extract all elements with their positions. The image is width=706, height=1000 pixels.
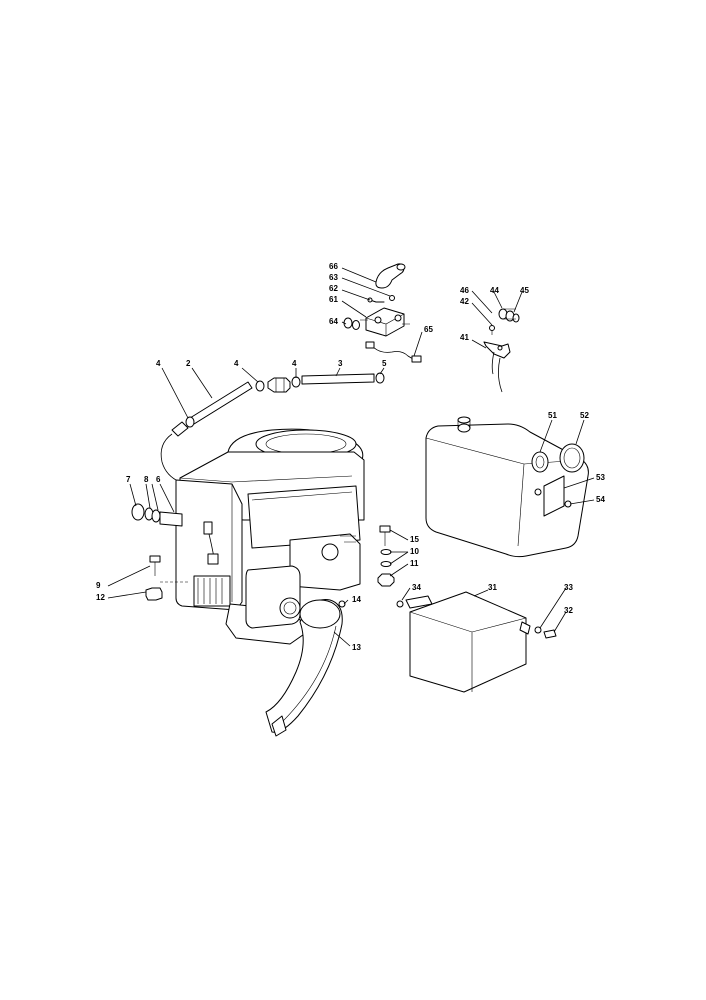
callout-53: 53 [596, 473, 605, 482]
engine-assembly [131, 428, 395, 645]
callout-8: 8 [144, 475, 149, 484]
callout-34: 34 [412, 583, 421, 592]
callout-32: 32 [564, 606, 573, 615]
callout-51: 51 [548, 411, 557, 420]
callout-labels: 66 63 62 61 64 65 46 44 45 42 41 4 2 4 4… [96, 262, 605, 652]
callout-6: 6 [156, 475, 161, 484]
callout-42: 42 [460, 297, 469, 306]
battery-box [396, 591, 557, 693]
callout-66: 66 [329, 262, 338, 271]
callout-14: 14 [352, 595, 361, 604]
callout-5: 5 [382, 359, 387, 368]
callout-12: 12 [96, 593, 105, 602]
callout-41: 41 [460, 333, 469, 342]
callout-7: 7 [126, 475, 131, 484]
callout-33: 33 [564, 583, 573, 592]
callout-15: 15 [410, 535, 419, 544]
callout-52: 52 [580, 411, 589, 420]
callout-54: 54 [596, 495, 605, 504]
callout-4-right: 4 [292, 359, 297, 368]
solenoid-assembly [343, 263, 422, 363]
callout-44: 44 [490, 286, 499, 295]
exhaust-pipe [265, 598, 346, 737]
callout-64: 64 [329, 317, 338, 326]
callout-31: 31 [488, 583, 497, 592]
callout-13: 13 [352, 643, 361, 652]
callout-46: 46 [460, 286, 469, 295]
fuel-tank [425, 416, 589, 558]
callout-63: 63 [329, 273, 338, 282]
callout-4-middle: 4 [234, 359, 239, 368]
callout-61: 61 [329, 295, 338, 304]
callout-9: 9 [96, 581, 101, 590]
callout-10: 10 [410, 547, 419, 556]
callout-62: 62 [329, 284, 338, 293]
fuel-line-assembly [160, 372, 385, 483]
callout-11: 11 [410, 559, 419, 568]
callout-2: 2 [186, 359, 191, 368]
callout-3: 3 [338, 359, 343, 368]
callout-65: 65 [424, 325, 433, 334]
callout-4-left: 4 [156, 359, 161, 368]
switch-assembly [483, 308, 520, 393]
leader-lines [107, 267, 595, 647]
callout-45: 45 [520, 286, 529, 295]
